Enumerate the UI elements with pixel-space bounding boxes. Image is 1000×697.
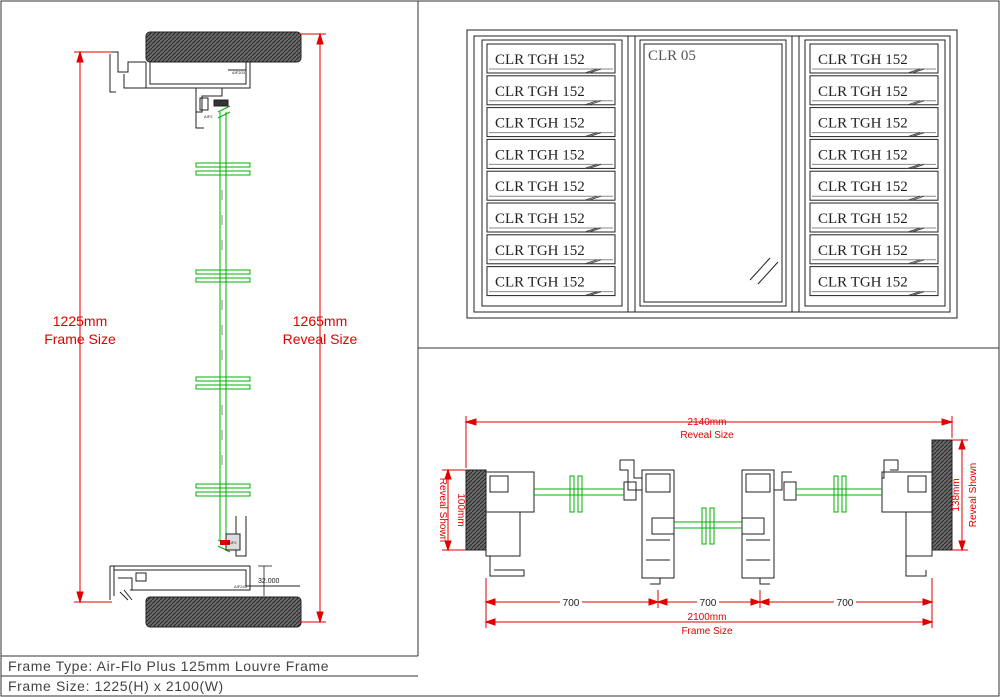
right-blade-mark-3 [907,132,925,138]
center-glass-label: CLR 05 [648,48,696,64]
left-blade-mark-5 [584,195,602,201]
frame-size-label: Frame Size [44,331,116,347]
right-blade-6 [809,202,939,233]
sill-frame-profile [109,516,300,601]
right-blade-2 [809,75,939,106]
left-blade-mark-2 [584,100,602,106]
reveal-width-value: 2140mm [688,417,727,428]
left-blade-label-2: CLR TGH 152 [495,84,585,100]
left-blade-label-7: CLR TGH 152 [495,243,585,259]
title-block: Frame Type: Air-Flo Plus 125mm Louvre Fr… [8,658,329,694]
part-code-sill-2: AIF245 [234,584,248,589]
right-blade-label-1: CLR TGH 152 [818,52,908,68]
right-blade-label-6: CLR TGH 152 [818,211,908,227]
reveal-width-dimension-line [464,416,954,468]
right-blade-mark-4 [907,163,925,169]
small-dimension-text: 32.000 [258,578,280,585]
left-blade-3 [486,107,616,138]
left-blade-label-5: CLR TGH 152 [495,179,585,195]
right-reveal-dimension-line [952,438,968,552]
left-blade-mark-6 [584,227,602,233]
left-blade-label-3: CLR TGH 152 [495,116,585,132]
louvre-column [217,105,231,553]
plan-section: 2140mm Reveal Size 100mm Reveal Shown 13… [437,416,979,637]
right-blade-mark-2 [907,100,925,106]
head-frame-profile [108,51,251,129]
segment-left: 700 [563,598,580,609]
left-blade-mark-8 [584,291,602,297]
right-blade-label-7: CLR TGH 152 [818,243,908,259]
glazing-bars [195,162,251,497]
right-blade-mark-7 [907,259,925,265]
left-reveal-dimension-line [442,468,466,552]
part-code-head: AIF203 [232,70,246,75]
right-blade-label-4: CLR TGH 152 [818,147,908,163]
frame-width-value: 2100mm [688,612,727,623]
left-blade-label-8: CLR TGH 152 [495,275,585,291]
right-reveal-wall [931,439,953,551]
reveal-size-value: 1265mm [293,313,347,329]
part-code-head-2: AIF2 [204,114,213,119]
right-blade-label-2: CLR TGH 152 [818,84,908,100]
frame-size-text: Frame Size: 1225(H) x 2100(W) [8,678,224,694]
reveal-size-label: Reveal Size [283,331,358,347]
vertical-section: AIF203 AIF2 [44,31,358,628]
right-blade-1 [809,43,939,74]
frame-size-value: 1225mm [53,313,107,329]
right-blade-3 [809,107,939,138]
left-blade-mark-3 [584,132,602,138]
part-code-sill: AIF2 [228,540,237,545]
right-reveal-value: 138mm [951,478,962,511]
right-blade-4 [809,138,939,169]
left-blade-label-6: CLR TGH 152 [495,211,585,227]
top-wall [145,31,302,63]
segment-right: 700 [837,598,854,609]
left-blade-5 [486,170,616,201]
right-blade-mark-6 [907,227,925,233]
left-blade-label-4: CLR TGH 152 [495,147,585,163]
left-reveal-value: 100mm [455,493,466,526]
reveal-size-dimension-line [300,32,326,624]
right-reveal-label: Reveal Shown [968,463,979,527]
left-blade-label-1: CLR TGH 152 [495,52,585,68]
right-blade-mark-1 [907,68,925,74]
plan-glazing [534,475,882,545]
bottom-wall [145,596,302,628]
left-reveal-label: Reveal Shown [437,478,448,542]
left-reveal-wall [465,469,487,551]
left-blade-6 [486,202,616,233]
right-blade-label-8: CLR TGH 152 [818,275,908,291]
left-blade-2 [486,75,616,106]
frame-width-dimension-line [484,618,934,626]
segment-labels: 700 700 700 [560,596,856,609]
left-blade-mark-4 [584,163,602,169]
right-blade-8 [809,266,939,297]
right-blade-label-3: CLR TGH 152 [818,116,908,132]
right-blade-7 [809,234,939,265]
left-blade-8 [486,266,616,297]
left-blade-7 [486,234,616,265]
frame-width-label: Frame Size [681,626,733,637]
left-blade-mark-1 [584,68,602,74]
small-dimension [258,565,272,596]
segment-middle: 700 [700,598,717,609]
right-blade-label-5: CLR TGH 152 [818,179,908,195]
right-blade-mark-8 [907,291,925,297]
left-blade-1 [486,43,616,74]
left-blade-mark-7 [584,259,602,265]
right-blade-5 [809,170,939,201]
right-blade-mark-5 [907,195,925,201]
frame-type-text: Frame Type: Air-Flo Plus 125mm Louvre Fr… [8,658,329,674]
frame-size-dimension-line [74,50,112,604]
reveal-width-label: Reveal Size [680,430,734,441]
left-blade-4 [486,138,616,169]
